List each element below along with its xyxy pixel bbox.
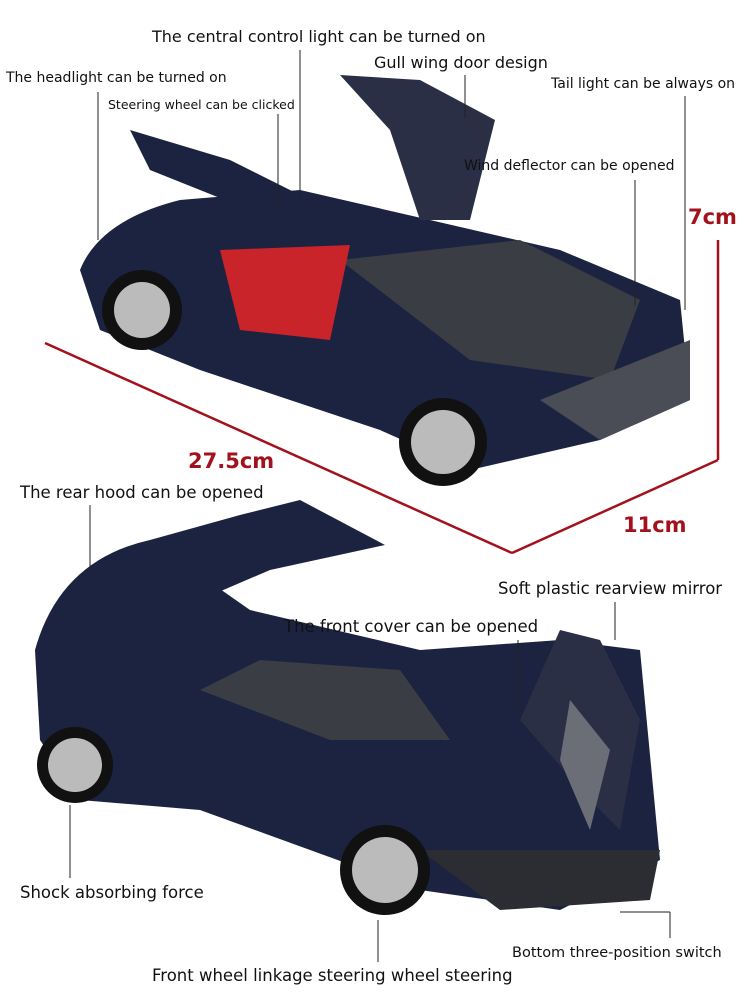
top-car xyxy=(80,75,690,486)
label-bottom-switch: Bottom three-position switch xyxy=(512,945,722,961)
label-shock: Shock absorbing force xyxy=(20,883,204,902)
dimension-width: 11cm xyxy=(623,513,687,537)
dimension-length: 27.5cm xyxy=(188,449,275,473)
leader-lines xyxy=(69,50,686,962)
label-headlight: The headlight can be turned on xyxy=(6,70,227,86)
label-front-wheel: Front wheel linkage steering wheel steer… xyxy=(152,966,513,985)
label-rear-hood: The rear hood can be opened xyxy=(20,483,264,502)
label-gull-wing: Gull wing door design xyxy=(374,53,548,72)
label-wind-deflector: Wind deflector can be opened xyxy=(464,158,675,174)
label-steering-wheel: Steering wheel can be clicked xyxy=(108,97,295,112)
label-tail-light: Tail light can be always on xyxy=(551,76,736,92)
label-central-light: The central control light can be turned … xyxy=(152,27,486,46)
bottom-car xyxy=(35,500,660,915)
dimension-lines xyxy=(44,240,720,555)
label-rearview-mirror: Soft plastic rearview mirror xyxy=(498,579,723,598)
label-front-cover: The front cover can be opened xyxy=(284,617,539,636)
dimension-height: 7cm xyxy=(688,205,737,229)
